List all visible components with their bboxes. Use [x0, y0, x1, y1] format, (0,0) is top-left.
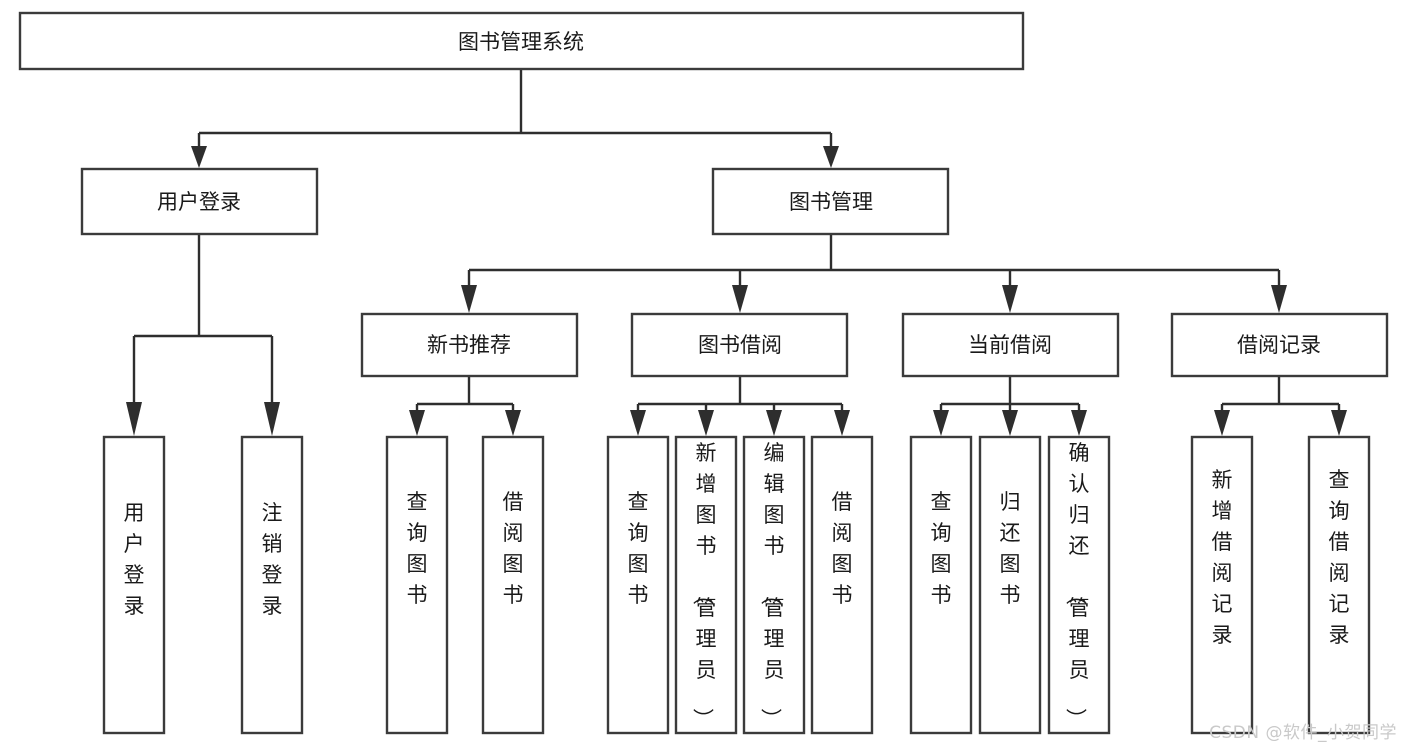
node-current-borrow-label: 当前借阅 [968, 333, 1052, 357]
node-book-management-box[interactable] [711, 167, 950, 236]
leaf-bb-query-book-box[interactable] [606, 435, 670, 735]
leaf-bb-edit-book-label: 编辑图书（管理员） [759, 441, 785, 729]
arrow-bb-leaf-4 [834, 410, 850, 436]
leaf-logout-box[interactable] [240, 435, 304, 735]
arrow-to-leaf-user-login [126, 402, 142, 436]
node-new-book-recommend-box[interactable] [360, 312, 579, 378]
node-borrow-record-box[interactable] [1170, 312, 1389, 378]
arrow-to-new-book [461, 285, 477, 313]
leaf-nb-query-book-box[interactable] [385, 435, 449, 735]
arrow-nb-leaf-1 [409, 410, 425, 436]
arrow-to-user-login [191, 146, 207, 168]
leaf-bb-query-book-label: 查询图书 [628, 490, 649, 607]
node-root-label: 图书管理系统 [458, 30, 584, 54]
leaf-cb-return-book-box[interactable] [978, 435, 1042, 735]
leaf-user-login-box[interactable] [102, 435, 166, 735]
leaf-br-query-record-label: 查询借阅记录 [1329, 468, 1350, 647]
node-book-borrow-label: 图书借阅 [698, 333, 782, 357]
leaf-bb-add-book-label: 新增图书（管理员） [691, 441, 717, 729]
leaf-br-add-record-label: 新增借阅记录 [1212, 468, 1233, 647]
node-new-book-recommend[interactable]: 新书推荐 [360, 312, 579, 378]
leaf-cb-return-book[interactable]: 归还图书 [978, 435, 1042, 735]
arrow-br-leaf-1 [1214, 410, 1230, 436]
edge-layer [126, 69, 1347, 436]
node-borrow-record[interactable]: 借阅记录 [1170, 312, 1389, 378]
leaf-user-login-label: 用户登录 [124, 501, 145, 618]
node-user-login[interactable]: 用户登录 [80, 167, 319, 236]
leaf-bb-borrow-book[interactable]: 借阅图书 [810, 435, 874, 735]
arrow-to-leaf-logout [264, 402, 280, 436]
leaf-nb-query-book[interactable]: 查询图书 [385, 435, 449, 735]
leaf-cb-confirm-return-label: 确认归还（管理员） [1064, 441, 1090, 729]
leaf-br-query-record[interactable]: 查询借阅记录 [1307, 435, 1371, 735]
node-borrow-record-label: 借阅记录 [1237, 333, 1321, 357]
leaf-bb-borrow-book-label: 借阅图书 [832, 490, 853, 607]
leaf-bb-add-book-box[interactable] [674, 435, 738, 735]
node-root-box[interactable] [18, 11, 1025, 71]
arrow-nb-leaf-2 [505, 410, 521, 436]
arrow-cb-leaf-2 [1002, 410, 1018, 436]
node-book-borrow-box[interactable] [630, 312, 849, 378]
node-current-borrow-box[interactable] [901, 312, 1120, 378]
leaf-nb-borrow-book-label: 借阅图书 [503, 490, 524, 607]
leaf-bb-borrow-book-box[interactable] [810, 435, 874, 735]
leaf-cb-query-book-label: 查询图书 [931, 490, 952, 607]
node-user-login-label: 用户登录 [157, 190, 241, 214]
node-new-book-recommend-label: 新书推荐 [427, 333, 511, 357]
leaf-user-login[interactable]: 用户登录 [102, 435, 166, 735]
leaf-cb-confirm-return-box[interactable] [1047, 435, 1111, 735]
leaf-nb-query-book-label: 查询图书 [407, 490, 428, 607]
leaf-logout[interactable]: 注销登录 [240, 435, 304, 735]
arrow-to-current-borrow [1002, 285, 1018, 313]
leaf-bb-query-book[interactable]: 查询图书 [606, 435, 670, 735]
arrow-br-leaf-2 [1331, 410, 1347, 436]
leaf-bb-edit-book-box[interactable] [742, 435, 806, 735]
node-book-management[interactable]: 图书管理 [711, 167, 950, 236]
leaf-cb-return-book-label: 归还图书 [1000, 490, 1021, 607]
arrow-bb-leaf-2 [698, 410, 714, 436]
leaf-bb-add-book[interactable]: 新增图书（管理员） [674, 435, 738, 735]
arrow-to-book-borrow [732, 285, 748, 313]
arrow-cb-leaf-3 [1071, 410, 1087, 436]
arrow-bb-leaf-1 [630, 410, 646, 436]
leaf-logout-label: 注销登录 [262, 501, 283, 618]
leaf-br-add-record[interactable]: 新增借阅记录 [1190, 435, 1254, 735]
leaf-cb-query-book[interactable]: 查询图书 [909, 435, 973, 735]
arrow-to-book-mgmt [823, 146, 839, 168]
leaf-cb-confirm-return[interactable]: 确认归还（管理员） [1047, 435, 1111, 735]
node-current-borrow[interactable]: 当前借阅 [901, 312, 1120, 378]
arrow-bb-leaf-3 [766, 410, 782, 436]
leaf-bb-edit-book[interactable]: 编辑图书（管理员） [742, 435, 806, 735]
leaf-br-query-record-box[interactable] [1307, 435, 1371, 735]
leaf-br-add-record-box[interactable] [1190, 435, 1254, 735]
node-book-borrow[interactable]: 图书借阅 [630, 312, 849, 378]
leaf-nb-borrow-book-box[interactable] [481, 435, 545, 735]
arrow-cb-leaf-1 [933, 410, 949, 436]
node-book-management-label: 图书管理 [789, 190, 873, 214]
node-user-login-box[interactable] [80, 167, 319, 236]
leaf-nb-borrow-book[interactable]: 借阅图书 [481, 435, 545, 735]
leaf-cb-query-book-box[interactable] [909, 435, 973, 735]
arrow-to-borrow-record [1271, 285, 1287, 313]
node-root[interactable]: 图书管理系统 [18, 11, 1025, 71]
